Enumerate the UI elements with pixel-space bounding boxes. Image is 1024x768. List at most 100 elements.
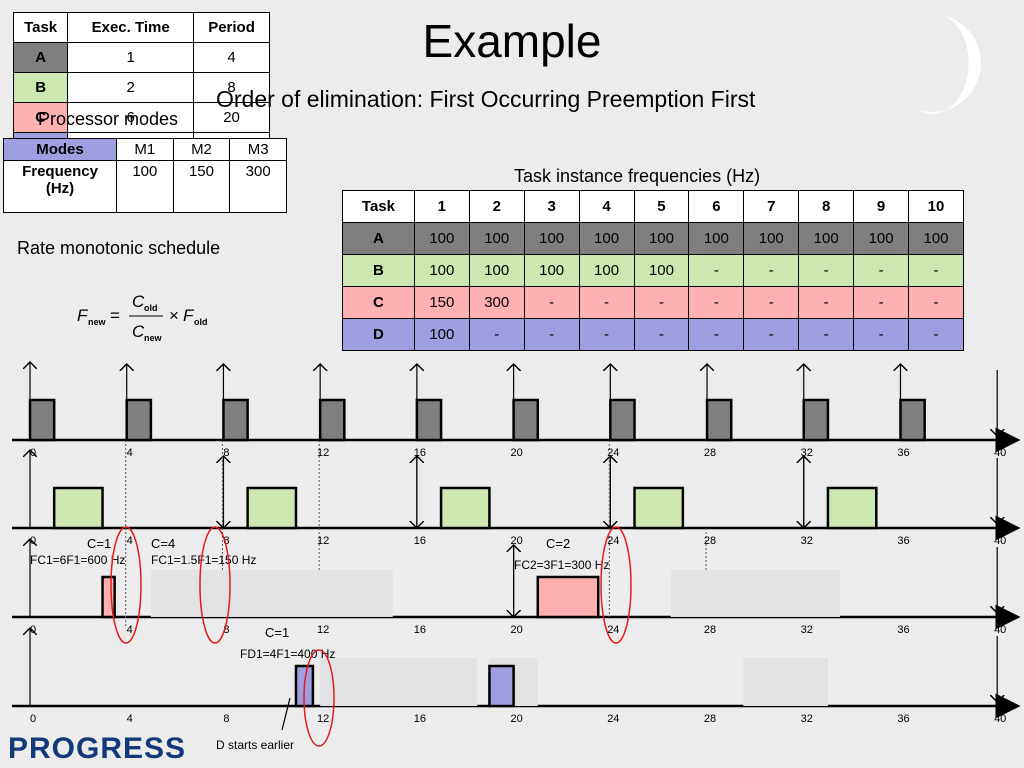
freq-cell: 100 [853, 222, 910, 255]
task-a-job [222, 398, 249, 442]
freq-cell: 100 [413, 254, 470, 287]
tick-label: 8 [223, 624, 229, 636]
freq-header: Task [342, 190, 415, 223]
tick-label: 0 [30, 535, 36, 547]
freq-header: 10 [908, 190, 964, 223]
tick-label: 20 [510, 713, 522, 725]
task-a-job [512, 398, 540, 442]
tick-label: 24 [607, 624, 619, 636]
freq-cell: - [523, 286, 580, 319]
svg-text:new: new [144, 333, 163, 343]
task-header: Task [12, 12, 69, 43]
tick-label: 4 [127, 535, 133, 547]
freq-row-label: D [342, 318, 415, 351]
freq-header: 6 [688, 190, 745, 223]
freq-header: 5 [633, 190, 690, 223]
task-cell: C [12, 102, 69, 133]
shadow-block [150, 570, 393, 617]
tick-label: 28 [704, 713, 716, 725]
tick-label: 16 [414, 624, 426, 636]
freq-cell: 100 [633, 254, 690, 287]
tick-label: 20 [510, 624, 522, 636]
tick-label: 8 [223, 713, 229, 725]
freq-header: 4 [578, 190, 635, 223]
svg-text:old: old [144, 303, 158, 313]
preemption-highlight [110, 526, 142, 644]
shadow-block [743, 658, 828, 706]
cd1-label: C=1 [265, 625, 289, 640]
mode-header: M1 [116, 138, 174, 161]
task-a-job [899, 398, 926, 442]
freq-cell: 100 [578, 254, 635, 287]
task-b-job [439, 486, 491, 530]
mode-frequency: 150 [172, 160, 231, 213]
fc1-150-label: FC1=1.5F1=150 Hz [151, 553, 256, 567]
task-cell: A [12, 42, 69, 73]
subtitle: Order of elimination: First Occurring Pr… [216, 86, 756, 112]
tick-label: 32 [801, 535, 813, 547]
preemption-highlight [199, 526, 231, 644]
freq-cell: 300 [468, 286, 525, 319]
freq-cell: 100 [523, 254, 580, 287]
tick-label: 28 [704, 624, 716, 636]
svg-text:C: C [132, 322, 145, 341]
freq-cell: 100 [523, 222, 580, 255]
freq-header: 7 [743, 190, 800, 223]
freq-cell: 100 [908, 222, 964, 255]
period-cell: 4 [193, 42, 270, 73]
tick-label: 36 [897, 624, 909, 636]
svg-text:C: C [132, 292, 145, 311]
freq-cell: - [853, 318, 910, 351]
svg-text:old: old [194, 317, 208, 327]
tick-label: 24 [607, 713, 619, 725]
preemption-highlight [600, 526, 632, 644]
processor-modes-label: Processor modes [38, 109, 179, 129]
progress-logo: PROGRESS [8, 732, 187, 765]
tick-label: 8 [223, 447, 229, 459]
tick-label: 24 [607, 447, 619, 459]
freq-cell: - [743, 254, 800, 287]
tick-label: 0 [30, 713, 36, 725]
freq-cell: - [688, 286, 745, 319]
freq-cell: - [798, 286, 855, 319]
freq-cell: 100 [413, 222, 470, 255]
task-d-job [488, 664, 515, 708]
tick-label: 36 [897, 535, 909, 547]
svg-text:=: = [110, 306, 120, 325]
freq-cell: - [688, 254, 745, 287]
d-starts-earlier-label: D starts earlier [216, 738, 294, 752]
frequency-table: Task 1 2 3 4 5 6 7 8 9 10 A 100 100 100 … [342, 190, 964, 351]
tick-label: 12 [317, 535, 329, 547]
task-a-job [415, 398, 443, 442]
freq-row-label: A [342, 222, 415, 255]
c1-label: C=1 [87, 536, 111, 551]
tick-label: 28 [704, 535, 716, 547]
freq-cell: - [798, 254, 855, 287]
freq-cell: - [633, 318, 690, 351]
tick-label: 4 [127, 624, 133, 636]
tick-label: 32 [801, 624, 813, 636]
period-cell: 8 [193, 72, 270, 103]
tick-label: 16 [414, 447, 426, 459]
mode-frequency: 100 [116, 160, 174, 213]
svg-text:F: F [77, 306, 89, 325]
tick-label: 4 [127, 447, 133, 459]
task-a-job [609, 398, 636, 442]
freq-cell: 100 [743, 222, 800, 255]
tick-label: 16 [414, 535, 426, 547]
freq-cell: 100 [468, 222, 525, 255]
freq-cell: - [633, 286, 690, 319]
frequency-label: Frequency (Hz) [3, 160, 117, 213]
task-a-job [802, 398, 830, 442]
shadow-block [320, 658, 478, 706]
freq-cell: - [798, 318, 855, 351]
task-a-job [318, 398, 346, 442]
tick-label: 40 [994, 713, 1006, 725]
tick-label: 36 [897, 447, 909, 459]
freq-cell: - [908, 254, 964, 287]
logo-circle-icon [918, 16, 982, 114]
freq-cell: - [743, 318, 800, 351]
tick-label: 12 [317, 713, 329, 725]
freq-header: 2 [468, 190, 525, 223]
exec-time-header: Exec. Time [67, 12, 195, 43]
